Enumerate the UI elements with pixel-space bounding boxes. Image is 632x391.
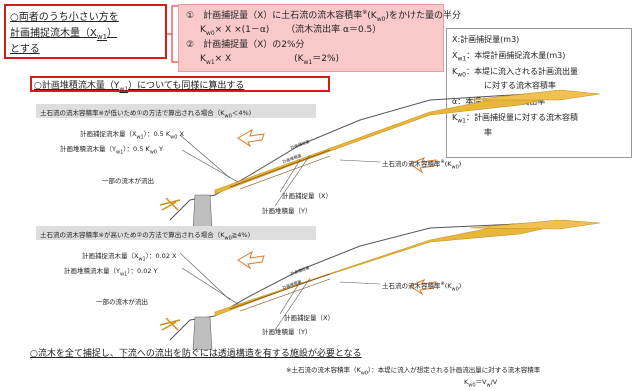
footnote: ※土石流の流木容積率（Kw0）：本堤に流入が想定される計画流出量に対する流木容積…: [286, 366, 541, 377]
section1-k-label: 土石流の流木容積率※(Kw0): [382, 158, 462, 171]
section2-k-label: 土石流の流木容積率※(Kw0): [382, 280, 462, 293]
section1-outflow: 一部の流木が流出: [102, 177, 154, 185]
calc-rule-line1: ○両者のうち小さい方を: [10, 12, 119, 23]
section1-capture: 計画捕捉量（X）: [282, 192, 332, 200]
legend-kw1-cont: 率: [484, 128, 492, 137]
section1-header-bar: [36, 104, 316, 118]
section2-header-bar: [36, 226, 316, 240]
deposit-note-text: ○計画堆積流木量（Yw1）についても同様に算出する: [34, 81, 245, 93]
method-1-formula: Kw0× X ×(1－α) （流木流出率 α＝0.5）: [200, 25, 382, 37]
method-2: ② 計画捕捉量（X）の2%分: [186, 40, 305, 50]
section1-deposit: 計画堆積量（Y）: [262, 207, 312, 215]
legend-kw0-cont: に対する流木容積率: [484, 81, 556, 90]
method-1: ① 計画捕捉量（X）に土石流の流木容積率※(Kw0)をかけた量の半分: [186, 9, 461, 23]
section1-diagram: [159, 90, 601, 230]
section2-deposit: 計画堆積量（Y）: [262, 328, 312, 336]
section1-label-x: 計画捕捉流木量（Xw1）：0.5 Kw0 X: [80, 130, 184, 141]
legend-xw1: Xw1：本堤計画捕捉流木量(m3): [452, 51, 566, 63]
legend-kw0: Kw0：本堤に流入される計画流出量: [452, 67, 578, 79]
section2-header: 土石流の流木容積率※が高いため②の方法で算出される場合（Kw0≧4%): [40, 231, 251, 242]
section1-header: 土石流の流木容積率※が低いため①の方法で算出される場合（Kw0＜4%): [40, 109, 252, 120]
method-2-formula: Kw1× X (Kw1＝2%): [200, 54, 340, 66]
legend-x: X:計画捕捉量(m3): [452, 35, 520, 44]
footnote-formula: Kw0＝Vw/V: [464, 378, 498, 389]
calc-rule-line3: とする: [10, 44, 40, 55]
calc-rule-line2: 計画捕捉流木量（Xw1）: [10, 28, 118, 41]
section1-label-y: 計画堆積流木量（Yw1）：0.5 Kw0 Y: [60, 145, 164, 156]
conclusion-statement: ○流木を全て捕捉し、下流への流出を防ぐには透過構造を有する施設が必要となる: [30, 349, 362, 359]
method-box: [178, 4, 444, 72]
legend-kw1: Kw1：計画捕捉量に対する流木容積: [452, 113, 578, 125]
section2-label-y: 計画堆積流木量（Yw1）：0.02 Y: [64, 267, 158, 278]
section2-label-x: 計画捕捉流木量（Xw1）：0.02 X: [82, 252, 177, 263]
section2-diagram: [159, 220, 601, 350]
section2-capture: 計画捕捉量（X）: [284, 314, 334, 322]
bracket-connector: [166, 5, 180, 63]
section2-outflow: 一部の流木が流出: [96, 298, 148, 306]
deposit-note-banner: [30, 76, 330, 92]
calc-rule-box: [4, 4, 167, 59]
